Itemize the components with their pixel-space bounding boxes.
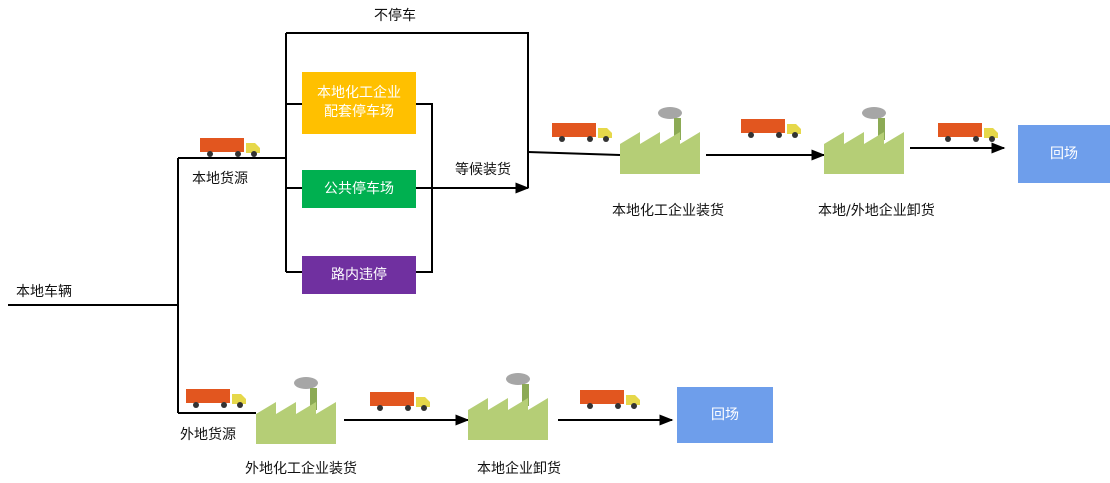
box-street-parking: 路内违停: [302, 256, 416, 294]
label-external-chem-loading: 外地化工企业装货: [245, 461, 357, 477]
truck-icon: [938, 123, 998, 142]
factory-icon: [256, 377, 336, 444]
label-local-external-unload: 本地/外地企业卸货: [818, 203, 935, 219]
box-return-top: 回场: [1018, 125, 1110, 183]
factory-icon: [824, 107, 904, 174]
truck-icon: [200, 138, 260, 157]
label-local-vehicle: 本地车辆: [16, 284, 72, 300]
label-external-source: 外地货源: [180, 427, 236, 443]
truck-icon: [186, 389, 246, 408]
truck-icon: [370, 392, 430, 411]
label-local-unload: 本地企业卸货: [477, 461, 561, 477]
factory-icon: [468, 373, 548, 440]
box-return-bottom: 回场: [677, 387, 773, 443]
truck-icon: [741, 119, 801, 138]
truck-icon: [552, 123, 612, 142]
label-local-chem-loading: 本地化工企业装货: [612, 203, 724, 219]
truck-icon: [580, 390, 640, 409]
factory-icon: [620, 107, 700, 174]
label-no-stop: 不停车: [374, 8, 416, 24]
label-local-source: 本地货源: [192, 171, 248, 187]
label-wait-loading: 等候装货: [455, 162, 511, 178]
box-matched-parking-line1: 本地化工企业: [317, 85, 401, 101]
box-matched-parking: 本地化工企业 配套停车场: [302, 72, 416, 134]
box-matched-parking-line2: 配套停车场: [324, 104, 394, 120]
box-public-parking: 公共停车场: [302, 170, 416, 208]
